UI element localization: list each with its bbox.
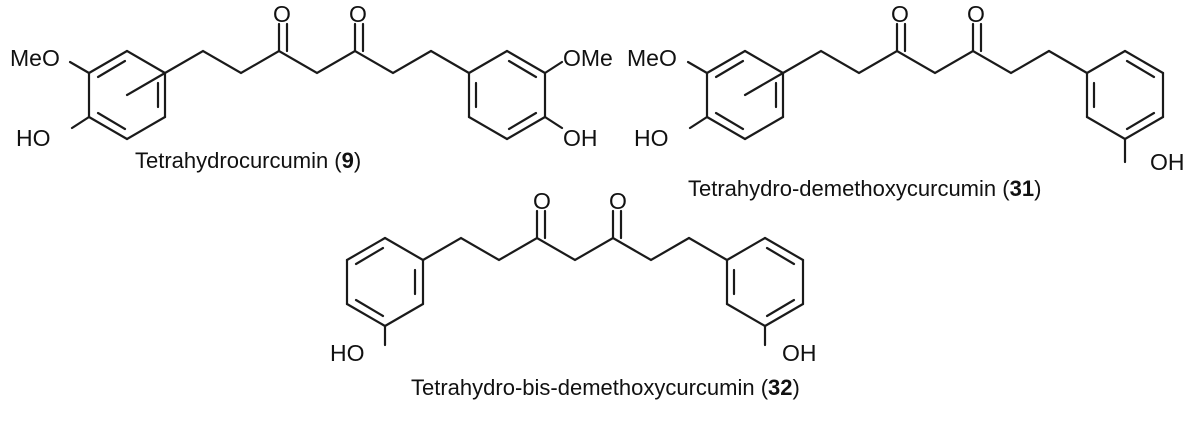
compound-name: Tetrahydro-bis-demethoxycurcumin bbox=[411, 375, 755, 400]
carbonyl-o-label: O bbox=[967, 1, 985, 27]
chain-bonds bbox=[781, 22, 1051, 75]
oh-label: OH bbox=[563, 125, 598, 151]
compound-name: Tetrahydrocurcumin bbox=[135, 148, 329, 173]
carbonyl-o-label: O bbox=[273, 1, 291, 27]
structure-tetrahydro-bis-demethoxycurcumin: HO OH O O bbox=[330, 188, 817, 366]
meo-label: MeO bbox=[627, 45, 677, 71]
compound-number: 31 bbox=[1009, 176, 1035, 201]
ho-label: HO bbox=[16, 125, 51, 151]
carbonyl-o-label: O bbox=[349, 1, 367, 27]
compound-number: 32 bbox=[768, 375, 793, 400]
caption-compound: Tetrahydro-bis-demethoxycurcumin (32) bbox=[411, 375, 800, 400]
compound-name: Tetrahydro-demethoxycurcumin bbox=[688, 176, 997, 201]
carbonyl-o-label: O bbox=[891, 1, 909, 27]
left-ring-bonds bbox=[686, 49, 785, 141]
meo-label: MeO bbox=[10, 45, 60, 71]
right-ring-bonds bbox=[429, 49, 564, 141]
oh-label: OH bbox=[782, 340, 817, 366]
right-ring-bonds bbox=[687, 236, 805, 347]
caption-compound: Tetrahydrocurcumin (9) bbox=[135, 148, 362, 173]
ome-label: OMe bbox=[563, 45, 613, 71]
ho-label: HO bbox=[634, 125, 669, 151]
chain-bonds bbox=[163, 22, 433, 75]
carbonyl-o-label: O bbox=[609, 188, 627, 214]
left-ring-bonds bbox=[68, 49, 167, 141]
caption-compound: Tetrahydro-demethoxycurcumin (31) bbox=[688, 176, 1042, 201]
carbonyl-o-label: O bbox=[533, 188, 551, 214]
left-ring-bonds bbox=[345, 236, 425, 347]
ho-label: HO bbox=[330, 340, 365, 366]
structure-tetrahydrocurcumin: MeO HO O O OMe OH bbox=[10, 1, 613, 151]
compound-number: 9 bbox=[341, 148, 354, 173]
right-ring-bonds bbox=[1047, 49, 1165, 164]
structure-tetrahydro-demethoxycurcumin: MeO HO O O OH bbox=[627, 1, 1185, 175]
oh-label: OH bbox=[1150, 149, 1185, 175]
chain-bonds bbox=[421, 209, 691, 262]
